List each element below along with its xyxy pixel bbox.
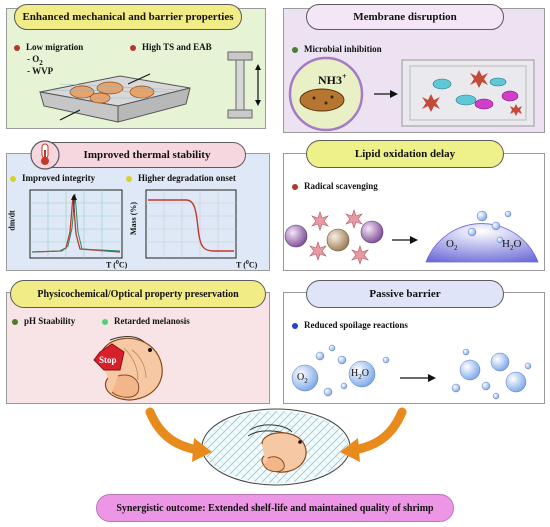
bullet-low-migration: Low migration xyxy=(14,42,83,52)
title-thermal-stability: Improved thermal stability xyxy=(32,142,246,168)
tga-x-axis-label: T (0C) xyxy=(236,260,258,270)
sub-o2: - O2 xyxy=(27,54,43,67)
title-passive-barrier: Passive barrier xyxy=(306,280,504,308)
bullet-retarded-melanosis: Retarded melanosis xyxy=(102,316,190,326)
bullet-dot xyxy=(130,44,136,51)
bullet-dot xyxy=(10,175,16,182)
bullet-dot xyxy=(292,322,298,329)
dtg-x-axis-label: T (0C) xyxy=(106,260,128,270)
nh3-ion-label: NH3+ xyxy=(318,72,347,87)
bullet-dot xyxy=(12,318,18,325)
o2-label-oxidation: O2 xyxy=(446,238,458,253)
bullet-high-ts-eab: High TS and EAB xyxy=(130,42,212,52)
panel-passive-barrier xyxy=(283,292,545,404)
title-physicochemical: Physicochemical/Optical property preserv… xyxy=(10,280,266,308)
bullet-radical-scavenging: Radical scavenging xyxy=(292,181,378,191)
bullet-dot xyxy=(126,175,132,182)
outcome-banner: Synergistic outcome: Extended shelf-life… xyxy=(96,494,454,522)
o2-label-barrier: O2 xyxy=(297,372,308,385)
bullet-ph-stability: pH Staability xyxy=(12,316,75,326)
h2o-label-oxidation: H2O xyxy=(502,238,522,253)
bullet-dot xyxy=(14,44,20,51)
title-membrane-disruption: Membrane disruption xyxy=(306,4,504,30)
title-mechanical-barrier: Enhanced mechanical and barrier properti… xyxy=(14,4,242,30)
bullet-dot xyxy=(102,318,108,325)
sub-wvp: - WVP xyxy=(27,66,54,76)
stop-sign-label: Stop xyxy=(99,355,117,365)
bullet-dot xyxy=(292,46,298,53)
bullet-improved-integrity: Improved integrity xyxy=(10,173,95,183)
h2o-label-barrier: H2O xyxy=(351,368,369,381)
bullet-reduced-spoilage: Reduced spoilage reactions xyxy=(292,320,408,330)
bullet-microbial-inhibition: Microbial inhibition xyxy=(292,44,382,54)
bullet-dot xyxy=(292,183,298,190)
title-lipid-oxidation: Lipid oxidation delay xyxy=(306,140,504,168)
bullet-degradation-onset: Higher degradation onset xyxy=(126,173,236,183)
